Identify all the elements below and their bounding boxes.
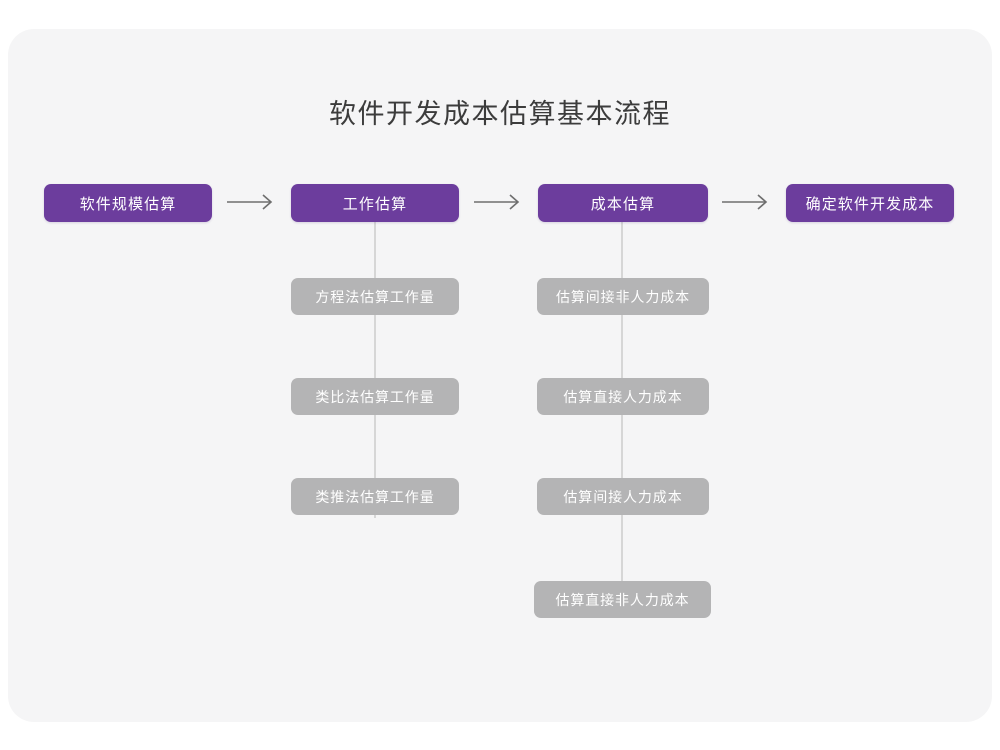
substep-node-inference-method-workload[interactable]: 类推法估算工作量 (291, 478, 459, 515)
substep-node-label: 类推法估算工作量 (315, 488, 435, 505)
stage-node-label: 工作估算 (342, 195, 408, 213)
substep-node-indirect-labor-cost[interactable]: 估算间接人力成本 (537, 478, 709, 515)
substep-node-indirect-nonlabor-cost[interactable]: 估算间接非人力成本 (537, 278, 709, 315)
arrow-stage1-to-stage2 (226, 192, 278, 212)
substep-node-label: 估算直接非人力成本 (555, 591, 690, 608)
connector-line-cost-branch (621, 218, 623, 618)
substep-node-equation-method-workload[interactable]: 方程法估算工作量 (291, 278, 459, 315)
stage-node-software-scale-estimation[interactable]: 软件规模估算 (44, 184, 212, 222)
stage-node-work-estimation[interactable]: 工作估算 (291, 184, 459, 222)
right-arrow-icon (474, 194, 520, 210)
arrow-stage3-to-stage4 (721, 192, 773, 212)
connector-line-work-branch (374, 218, 376, 518)
right-arrow-icon (722, 194, 768, 210)
page-title: 软件开发成本估算基本流程 (329, 99, 671, 129)
substep-node-label: 方程法估算工作量 (315, 288, 435, 305)
substep-node-analogy-method-workload[interactable]: 类比法估算工作量 (291, 378, 459, 415)
substep-node-label: 估算间接非人力成本 (555, 288, 691, 305)
substep-node-label: 估算间接人力成本 (563, 488, 683, 505)
stage-node-label: 软件规模估算 (79, 195, 177, 213)
substep-node-direct-nonlabor-cost[interactable]: 估算直接非人力成本 (534, 581, 711, 618)
stage-node-label: 成本估算 (590, 195, 656, 213)
stage-node-determine-development-cost[interactable]: 确定软件开发成本 (786, 184, 954, 222)
substep-node-direct-labor-cost[interactable]: 估算直接人力成本 (537, 378, 709, 415)
diagram-card (8, 29, 992, 722)
stage-node-label: 确定软件开发成本 (805, 195, 935, 213)
arrow-stage2-to-stage3 (473, 192, 525, 212)
substep-node-label: 估算直接人力成本 (563, 388, 683, 405)
substep-node-label: 类比法估算工作量 (315, 388, 435, 405)
right-arrow-icon (227, 194, 273, 210)
stage-node-cost-estimation[interactable]: 成本估算 (538, 184, 708, 222)
